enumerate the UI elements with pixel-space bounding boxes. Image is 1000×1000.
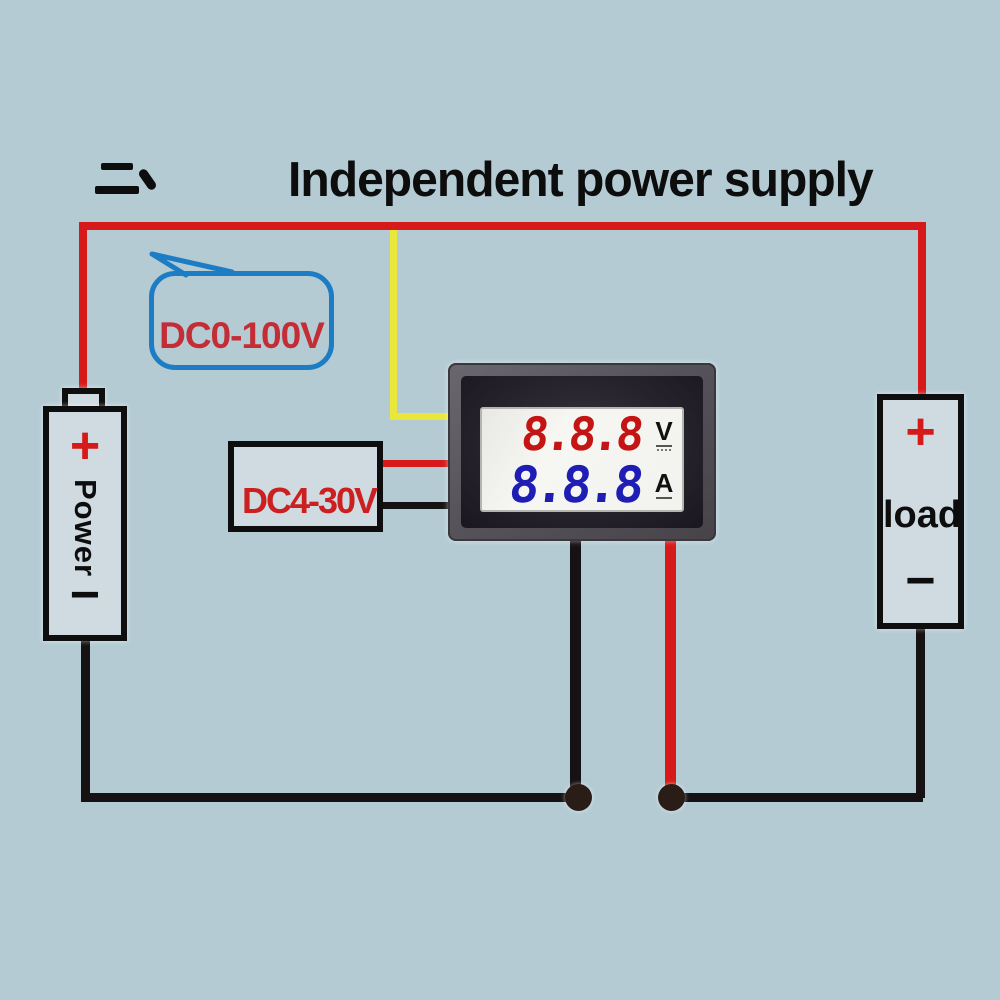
wire-supply-positive <box>380 460 452 467</box>
dc-symbol-icon <box>656 444 672 447</box>
wire-load-negative-vertical <box>916 626 925 798</box>
wire-meter-common-thick <box>570 536 581 799</box>
wire-top-positive <box>79 222 926 230</box>
dc-symbol-icon <box>656 497 672 500</box>
wire-power-negative-vertical <box>81 638 90 798</box>
voltage-row: 8.8.8 V <box>482 407 682 462</box>
plus-sign: + <box>905 403 936 461</box>
page-title: Independent power supply <box>288 153 874 207</box>
callout-label: DC0-100V <box>159 315 325 356</box>
cjk-stroke <box>101 163 133 170</box>
meter-module: 8.8.8 V 8.8.8 A <box>448 363 716 541</box>
supply-label: DC4-30V <box>242 480 378 521</box>
wire-sense-vertical <box>390 230 397 420</box>
junction-dot-common <box>565 784 592 811</box>
current-row: 8.8.8 A <box>482 455 682 514</box>
cjk-numeral-icon <box>95 158 165 204</box>
current-reading: 8.8.8 <box>506 455 644 514</box>
current-unit: A <box>654 468 674 499</box>
wire-power-positive-vertical <box>79 226 87 392</box>
plus-sign: + <box>69 417 101 475</box>
cjk-stroke <box>95 186 139 194</box>
callout-tail-icon <box>149 251 235 278</box>
voltage-unit-cell: V <box>646 418 682 451</box>
load-label: load <box>883 494 962 536</box>
wire-meter-current-thick <box>665 536 676 798</box>
minus-sign: − <box>69 566 101 624</box>
voltage-unit: V <box>655 415 673 446</box>
wire-bottom-left-negative <box>81 793 581 802</box>
meter-display: 8.8.8 V 8.8.8 A <box>480 407 684 514</box>
wire-sense-horizontal <box>390 413 452 420</box>
power-battery: + Power − <box>43 406 127 641</box>
cjk-comma-stroke <box>137 167 158 192</box>
voltage-reading: 8.8.8 <box>518 407 643 462</box>
current-unit-cell: A <box>646 468 682 500</box>
minus-sign: − <box>905 552 936 610</box>
load-battery: + load − <box>877 394 964 629</box>
junction-dot-current <box>658 784 685 811</box>
power-label: Power <box>68 478 103 577</box>
callout-bubble: DC0-100V <box>149 271 334 370</box>
wire-bottom-right-negative <box>671 793 923 802</box>
supply-box: DC4-30V <box>228 441 383 532</box>
wire-load-positive-vertical <box>918 226 926 398</box>
dc-symbol-dash-icon <box>657 448 671 451</box>
wire-supply-negative <box>380 502 452 509</box>
